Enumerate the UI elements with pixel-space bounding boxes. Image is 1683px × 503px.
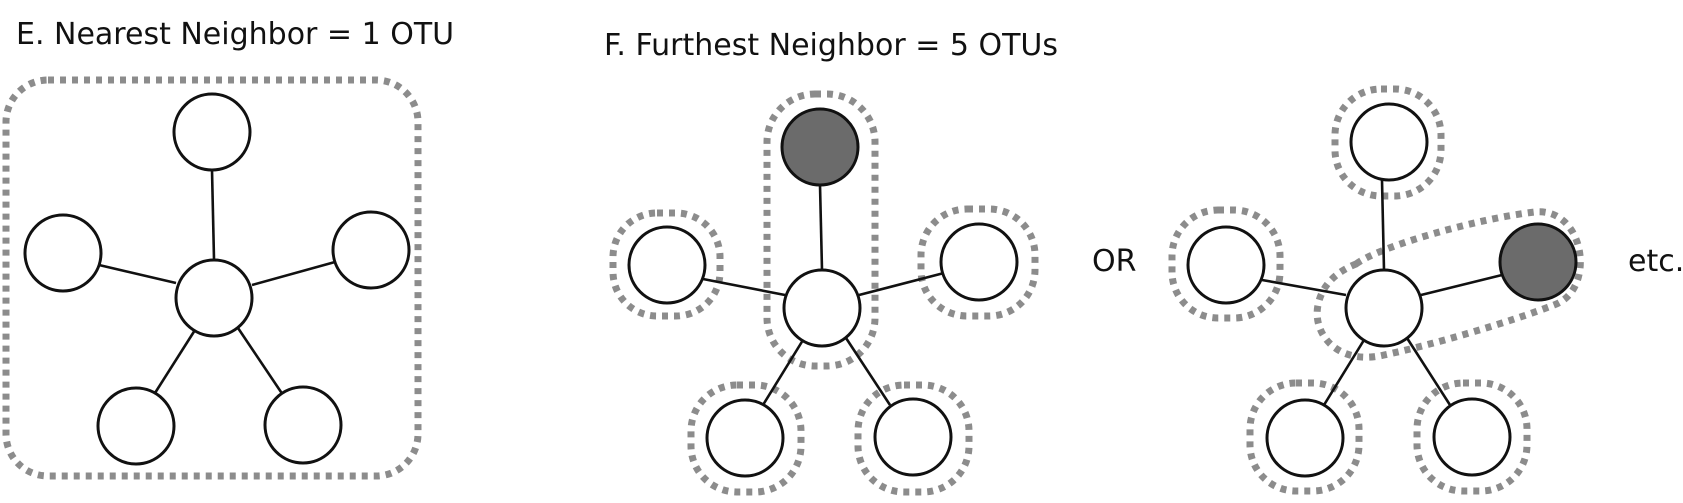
highlighted-leaf-node-right bbox=[1498, 222, 1578, 302]
leaf-node-right bbox=[939, 222, 1019, 302]
edge-bottom-left bbox=[761, 339, 805, 406]
edge-bottom-left bbox=[1322, 339, 1366, 406]
cluster-outline-right bbox=[917, 205, 1039, 320]
leaf-node-left bbox=[1186, 225, 1266, 305]
panel-f-network-b bbox=[1168, 85, 1584, 495]
leaf-node-bottom-right bbox=[873, 397, 953, 477]
cluster-outline-bottom-right bbox=[854, 381, 973, 496]
center-node bbox=[782, 268, 862, 348]
cluster-outline-top bbox=[1331, 85, 1445, 200]
cluster-outline-bottom-right bbox=[1413, 379, 1531, 495]
edge-left bbox=[98, 263, 177, 285]
edge-top bbox=[1380, 179, 1386, 271]
cluster-outline-left bbox=[1168, 206, 1284, 322]
cluster-outline-left bbox=[609, 209, 724, 320]
leaf-node-bottom-left bbox=[1265, 398, 1345, 478]
edge-bottom-right bbox=[236, 327, 285, 396]
or-label: OR bbox=[1092, 244, 1136, 279]
cluster-outline-center-top bbox=[763, 90, 879, 370]
panel-f-network-a bbox=[609, 90, 1039, 496]
leaf-node-left bbox=[627, 225, 707, 305]
leaf-node-bottom-right bbox=[1432, 397, 1512, 477]
leaf-node-bottom-left bbox=[705, 398, 785, 478]
edge-right bbox=[858, 271, 945, 297]
panel-e-title: E. Nearest Neighbor = 1 OTU bbox=[16, 17, 454, 52]
edge-right bbox=[251, 260, 336, 287]
leaf-node-right bbox=[331, 210, 411, 290]
cluster-outline-bottom-left bbox=[1246, 379, 1363, 495]
edge-bottom-left bbox=[153, 329, 197, 394]
edge-bottom-right bbox=[1405, 337, 1452, 406]
leaf-node-top bbox=[1349, 102, 1429, 182]
panel-f-title: F. Furthest Neighbor = 5 OTUs bbox=[604, 28, 1058, 63]
center-node bbox=[1344, 268, 1424, 348]
leaf-node-bottom-right bbox=[263, 385, 343, 465]
panel-e-network bbox=[2, 76, 422, 480]
leaf-node-bottom-left bbox=[96, 386, 176, 466]
edge-top bbox=[210, 169, 216, 260]
edge-top bbox=[818, 184, 824, 271]
etc-label: etc. bbox=[1628, 244, 1683, 279]
edge-left bbox=[702, 277, 786, 297]
highlighted-leaf-node-top bbox=[780, 107, 860, 187]
center-node bbox=[174, 258, 254, 338]
cluster-outline-bottom-left bbox=[687, 381, 805, 496]
leaf-node-left bbox=[23, 213, 103, 293]
leaf-node-top bbox=[172, 92, 252, 172]
single-otu-cluster-outline bbox=[2, 76, 422, 480]
edge-right bbox=[1420, 273, 1503, 297]
edge-bottom-right bbox=[844, 337, 892, 406]
edge-left bbox=[1261, 278, 1347, 297]
